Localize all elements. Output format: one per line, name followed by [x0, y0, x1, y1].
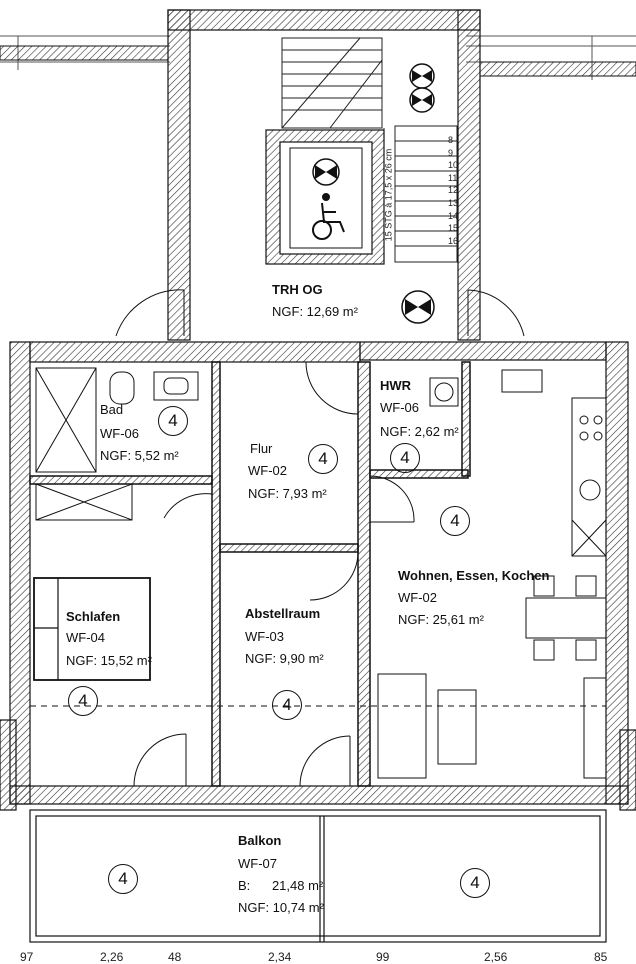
room-name-flur: Flur: [250, 441, 273, 456]
stair-step: 13: [448, 197, 459, 208]
room-area-wohnen: NGF: 25,61 m²: [398, 612, 484, 627]
interior-doors: [133, 361, 415, 787]
room-wf-schlafen: WF-04: [66, 630, 105, 645]
outer-walls: [9, 341, 629, 805]
dimension-label: 2,56: [484, 950, 508, 964]
stair-step: 14: [448, 210, 459, 221]
bathroom-fixtures: [35, 367, 199, 521]
room-name-trh-og: TRH OG: [272, 282, 323, 297]
stair-step: 15: [448, 223, 459, 234]
washing-machine: [429, 377, 459, 407]
room-wf-balkon: WF-07: [238, 856, 277, 871]
room-name-bad: Bad: [100, 402, 124, 417]
room-area-flur: NGF: 7,93 m²: [248, 486, 327, 501]
dimension-label: 97: [20, 950, 34, 964]
side-walls-top: [0, 45, 636, 77]
room-area-b-balkon: B: 21,48 m²: [238, 878, 324, 893]
stair-step: 16: [448, 235, 459, 246]
room-name-hwr: HWR: [380, 378, 412, 393]
room-area-bad: NGF: 5,52 m²: [100, 448, 179, 463]
room-wf-hwr: WF-06: [380, 400, 419, 415]
stair-step: 12: [448, 185, 459, 196]
stair-step: 8: [448, 135, 454, 145]
room-badge-balkon-right: 4: [460, 868, 490, 898]
dimension-label: 85: [594, 950, 608, 964]
dimension-label: 2,34: [268, 950, 292, 964]
room-badge-wohnen: 4: [440, 506, 470, 536]
smoke-detector-icon: [312, 63, 435, 324]
dimension-label: 2,26: [100, 950, 124, 964]
stair-step-numbers: 8 9 10 11 12 13 14 15 16: [448, 134, 458, 247]
room-wf-flur: WF-02: [248, 463, 287, 478]
stair-note: 15 STG à 17,5 x 26 cm: [383, 148, 394, 242]
room-area-trh-og: NGF: 12,69 m²: [272, 304, 358, 319]
stair-step: 11: [448, 172, 458, 183]
room-name-balkon: Balkon: [238, 833, 282, 848]
interior-walls: [29, 361, 606, 787]
room-area-hwr: NGF: 2,62 m²: [380, 424, 459, 439]
bedroom-furniture: [33, 577, 151, 681]
stair-treads: [281, 37, 458, 263]
stair-step: 9: [448, 147, 454, 158]
stair-step: 10: [448, 160, 459, 171]
room-wf-wohnen: WF-02: [398, 590, 437, 605]
wheelchair-icon: [312, 193, 345, 240]
room-badge-flur: 4: [308, 444, 338, 474]
dimension-label: 48: [168, 950, 182, 964]
balcony: [0, 719, 636, 943]
room-wf-bad: WF-06: [100, 426, 139, 441]
room-name-wohnen: Wohnen, Essen, Kochen: [398, 568, 550, 583]
room-badge-bad: 4: [158, 406, 188, 436]
room-area-schlafen: NGF: 15,52 m²: [66, 653, 152, 668]
dimension-label: 99: [376, 950, 390, 964]
room-name-abstellraum: Abstellraum: [245, 606, 321, 621]
kitchen-furniture: [377, 369, 607, 779]
room-badge-abstellraum: 4: [272, 690, 302, 720]
stair-doors: [115, 289, 525, 337]
room-badge-hwr: 4: [390, 443, 420, 473]
room-area-abstellraum: NGF: 9,90 m²: [245, 651, 324, 666]
room-area-balkon: NGF: 10,74 m²: [238, 900, 324, 915]
stair-walls: [167, 9, 481, 341]
room-badge-schlafen: 4: [68, 686, 98, 716]
room-badge-balkon-left: 4: [108, 864, 138, 894]
room-wf-abstellraum: WF-03: [245, 629, 284, 644]
room-name-schlafen: Schlafen: [66, 609, 121, 624]
